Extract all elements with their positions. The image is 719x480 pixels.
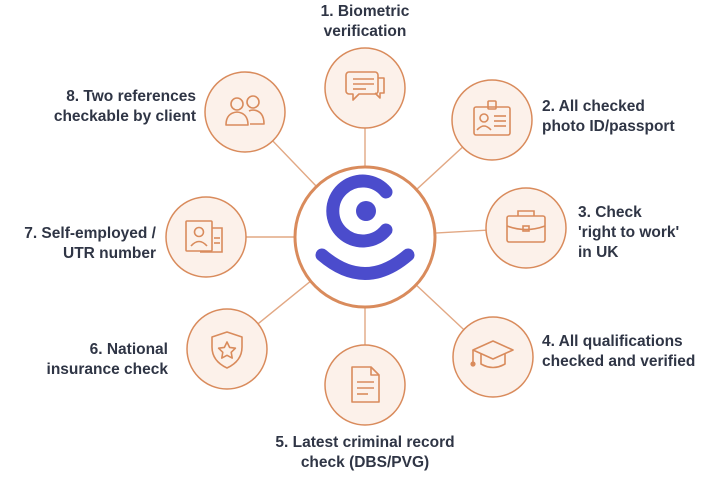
node-8 — [204, 71, 286, 153]
label-3: 3. Check 'right to work' in UK — [578, 203, 679, 263]
label-7-line-1: 7. Self-employed / — [24, 225, 156, 242]
users-icon — [225, 95, 265, 126]
label-1: 1. Biometric verification — [300, 2, 430, 42]
center-hub — [293, 165, 437, 309]
node-6 — [186, 308, 268, 390]
label-5: 5. Latest criminal record check (DBS/PVG… — [240, 433, 490, 473]
label-3-line-2: 'right to work' — [578, 224, 680, 241]
briefcase-icon — [506, 210, 546, 243]
label-6-line-1: 6. National — [89, 341, 168, 358]
brand-logo-icon — [315, 174, 415, 280]
label-2: 2. All checked photo ID/passport — [542, 97, 675, 137]
label-5-line-1: 5. Latest criminal record — [275, 434, 455, 451]
node-5 — [324, 344, 406, 426]
node-3 — [485, 187, 567, 269]
shield-star-icon — [211, 331, 243, 369]
label-3-line-3: in UK — [578, 244, 619, 261]
label-6-line-2: insurance check — [46, 361, 168, 378]
label-2-line-1: 2. All checked — [542, 98, 645, 115]
label-1-line-2: verification — [323, 23, 407, 40]
label-6: 6. National insurance check — [10, 340, 168, 380]
document-icon — [351, 366, 380, 403]
node-2 — [451, 79, 533, 161]
label-3-line-1: 3. Check — [578, 204, 642, 221]
label-7-line-2: UTR number — [63, 245, 156, 262]
id-card-icon — [185, 220, 223, 253]
label-8-line-2: checkable by client — [53, 108, 196, 125]
label-8-line-1: 8. Two references — [66, 88, 196, 105]
graduation-cap-icon — [470, 340, 514, 369]
label-4-line-2: checked and verified — [542, 353, 696, 370]
label-7: 7. Self-employed / UTR number — [0, 224, 156, 264]
label-4: 4. All qualifications checked and verifi… — [542, 332, 695, 372]
label-1-line-1: 1. Biometric — [320, 3, 410, 20]
node-1 — [324, 47, 406, 129]
label-5-line-2: check (DBS/PVG) — [300, 454, 430, 471]
node-7 — [165, 196, 247, 278]
label-4-line-1: 4. All qualifications — [542, 333, 683, 350]
label-8: 8. Two references checkable by client — [10, 87, 196, 127]
label-2-line-2: photo ID/passport — [542, 118, 675, 135]
id-badge-icon — [473, 100, 511, 136]
chat-bubble-icon — [345, 71, 385, 101]
node-4 — [452, 316, 534, 398]
